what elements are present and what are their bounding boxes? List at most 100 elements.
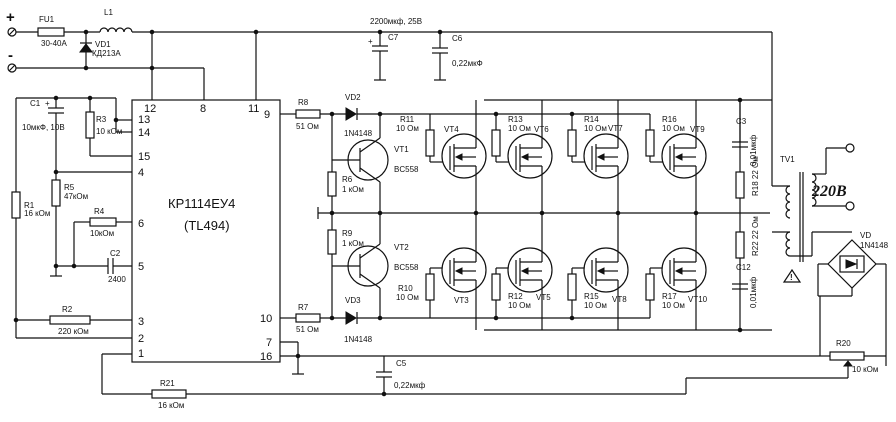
pin-16: 16 (260, 351, 272, 363)
r11-ref: R11 (400, 115, 415, 124)
fu1-ref: FU1 (39, 15, 55, 24)
r18-resistor (735, 171, 745, 199)
vt1-value: BC558 (394, 165, 419, 174)
pin-14: 14 (138, 127, 150, 139)
r1-value: 16 кОм (24, 209, 50, 218)
feedback-network: + C1 10мкФ, 10В R3 10 кОм R5 47кОм R1 16… (11, 95, 828, 410)
c2-ref: C2 (110, 249, 121, 258)
c1-ref: C1 (30, 99, 41, 108)
c3-value: 0,01мкф (749, 134, 758, 166)
output-terminal-2 (845, 201, 855, 211)
r11-value: 10 Ом (396, 124, 419, 133)
r2-ref: R2 (62, 305, 73, 314)
c7-ref: C7 (388, 33, 399, 42)
fu1-value: 30-40A (41, 39, 67, 48)
l1-ref: L1 (104, 8, 113, 17)
r3-ref: R3 (96, 115, 107, 124)
pin-1: 1 (138, 348, 144, 360)
r2-resistor (49, 315, 91, 325)
r15-ref: R15 (584, 292, 599, 301)
svg-text:+: + (45, 99, 50, 108)
tv1-secondary (811, 173, 817, 207)
r22-resistor (735, 231, 745, 259)
pin-7: 7 (266, 337, 272, 349)
svg-text:!: ! (790, 273, 793, 282)
pin-2: 2 (138, 333, 144, 345)
r6-value: 1 кОм (342, 185, 364, 194)
r5-ref: R5 (64, 183, 75, 192)
vd-value: 1N4148 (860, 241, 889, 250)
vd1-diode (79, 43, 93, 53)
minus-label: - (8, 47, 13, 64)
mosfet-bridge: R11 10 Ом R13 10 Ом R14 10 Ом R16 10 Ом (396, 32, 790, 333)
r6-ref: R6 (342, 175, 353, 184)
pin-4: 4 (138, 167, 144, 179)
r21-resistor (151, 389, 187, 399)
r11-resistor (425, 129, 435, 157)
fet-vt4: VT4 (441, 100, 487, 213)
r16-value: 10 Ом (662, 124, 685, 133)
output-voltage: 220В (811, 183, 847, 200)
fet-vt5: VT5 (507, 213, 553, 330)
r15-resistor (567, 273, 577, 301)
r7-resistor (295, 313, 321, 323)
ic-name: КР1114ЕУ4 (168, 196, 235, 211)
pin-10: 10 (260, 313, 272, 325)
r16-resistor (645, 129, 655, 157)
pin-15: 15 (138, 151, 150, 163)
snubbers: C3 0,01мкф R18 22 Ом R22 22 Ом C12 0,01м… (732, 100, 760, 308)
r8-resistor (295, 109, 321, 119)
vt3-label: VT3 (454, 296, 469, 305)
r4-resistor (89, 217, 117, 227)
fet-vt9: VT9 (661, 100, 707, 213)
driver-stage: R8 51 Ом VD2 1N4148 VT1 BC558 R6 1 кОм (280, 93, 820, 397)
vd2-ref: VD2 (345, 93, 361, 102)
r20-ref: R20 (836, 339, 851, 348)
r3-value: 10 кОм (96, 127, 122, 136)
vd2-value: 1N4148 (344, 129, 373, 138)
vt9-label: VT9 (690, 125, 705, 134)
r12-resistor (491, 273, 501, 301)
warning-icon (782, 268, 802, 283)
pin-6: 6 (138, 218, 144, 230)
r3-resistor (85, 111, 95, 139)
ic-body (131, 99, 281, 363)
c12-ref: C12 (736, 263, 751, 272)
r13-ref: R13 (508, 115, 523, 124)
r21-value: 16 кОм (158, 401, 184, 410)
r17-ref: R17 (662, 292, 677, 301)
r8-value: 51 Ом (296, 122, 319, 131)
fuse-fu1 (37, 27, 65, 37)
c5-ref: C5 (396, 359, 407, 368)
vt2-ref: VT2 (394, 243, 409, 252)
r2-value: 220 кОм (58, 327, 89, 336)
c7-value: 2200мкф, 25В (370, 17, 422, 26)
r14-ref: R14 (584, 115, 599, 124)
fet-vt10: VT10 (661, 213, 708, 330)
r17-resistor (645, 273, 655, 301)
r7-ref: R7 (298, 303, 309, 312)
inductor-l1 (99, 27, 133, 33)
r16-ref: R16 (662, 115, 677, 124)
c7-plus: + (368, 37, 373, 46)
transformer-output: TV1 220В ! VD 1N4148 (772, 143, 889, 379)
r22-label: R22 22 Ом (751, 216, 760, 256)
vd2-diode (345, 107, 357, 121)
vd1-value: КД213А (92, 49, 121, 58)
c1-value: 10мкФ, 10В (22, 123, 65, 132)
pin-3: 3 (138, 316, 144, 328)
r13-value: 10 Ом (508, 124, 531, 133)
tv1-primary (785, 185, 791, 219)
r1-resistor (11, 191, 21, 219)
ic-alt-name: (TL494) (184, 218, 230, 233)
r10-value: 10 Ом (396, 293, 419, 302)
pin-5: 5 (138, 261, 144, 273)
vt5-label: VT5 (536, 293, 551, 302)
fet-vt6: VT6 (507, 100, 553, 213)
r9-ref: R9 (342, 229, 353, 238)
tv1-aux-winding (785, 231, 791, 257)
r1-ref: R1 (24, 201, 35, 210)
pin-9: 9 (264, 109, 270, 121)
c2-value: 2400 (108, 275, 126, 284)
